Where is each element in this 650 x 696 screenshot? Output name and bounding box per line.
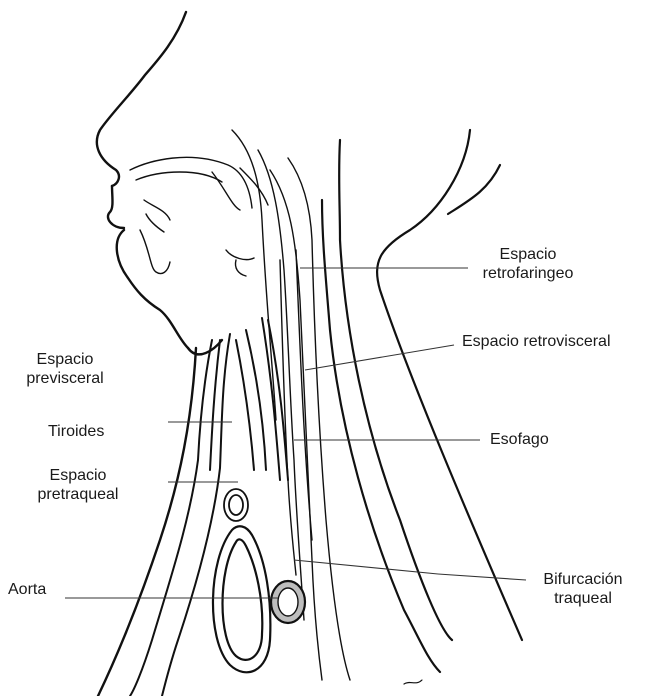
label-tiroides: Tiroides <box>48 422 104 441</box>
face-profile <box>97 12 222 354</box>
posterior-neck <box>322 130 522 672</box>
trachea-structures <box>130 318 288 696</box>
label-bifurcacion-traqueal: Bifurcación traqueal <box>528 570 638 608</box>
oral-cavity <box>130 157 268 273</box>
leader-lines <box>65 268 526 598</box>
anterior-neck-line <box>98 348 196 696</box>
bottom-mark <box>404 680 422 684</box>
label-aorta: Aorta <box>8 580 46 599</box>
label-espacio-previsceral: Espacio previsceral <box>10 350 120 388</box>
label-espacio-retrofaringeo: Espacio retrofaringeo <box>468 245 588 283</box>
thyroid-loop <box>224 489 248 521</box>
aortic-loop <box>213 526 270 672</box>
aorta-cross-section <box>271 581 305 623</box>
label-espacio-pretraqueal: Espacio pretraqueal <box>22 466 134 504</box>
label-espacio-retrovisceral: Espacio retrovisceral <box>462 332 611 351</box>
label-esofago: Esofago <box>490 430 549 449</box>
